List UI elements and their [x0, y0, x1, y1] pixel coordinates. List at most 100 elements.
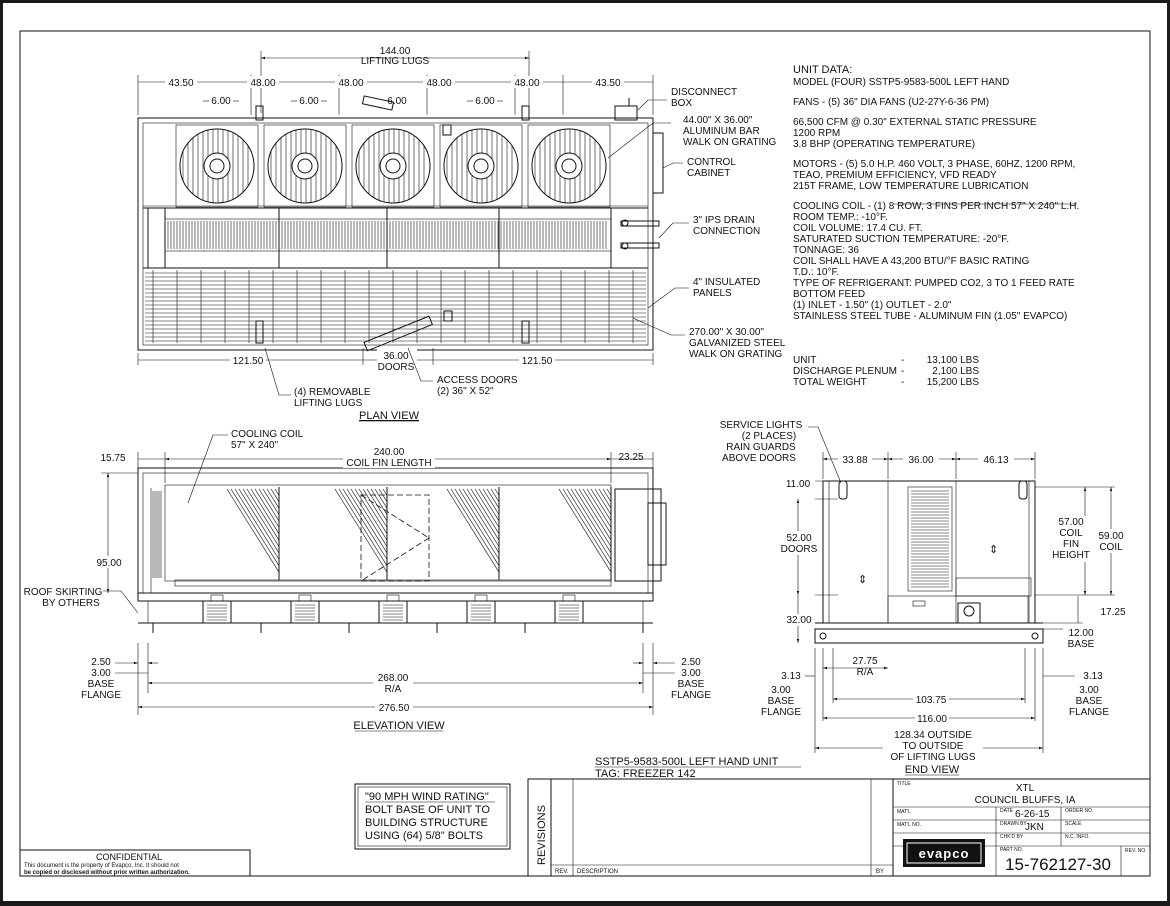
dim-elev-top-sub: COIL FIN LENGTH: [346, 458, 431, 469]
callout-walk44-3: WALK ON GRATING: [683, 137, 777, 148]
dim-end-3-right-a: BASE: [1076, 696, 1103, 707]
unit-data-line: 1200 RPM: [793, 128, 840, 139]
airflow-arrow-icon: ⇕: [989, 544, 998, 556]
unit-data-line: TYPE OF REFRIGERANT: PUMPED CO2, 3 TO 1 …: [793, 278, 1075, 289]
control-cabinet-elev: [647, 502, 667, 566]
drawing-canvas: 144.00 LIFTING LUGS 43.50 48.00 48.00 48…: [19, 30, 1151, 877]
end-outline: [822, 480, 1036, 624]
title-block: TITLE XTL COUNCIL BLUFFS, IA MAT'L DATE …: [892, 778, 1151, 877]
revisions-by: BY: [876, 869, 884, 875]
evapco-logo: [903, 839, 985, 867]
title-line-1: XTL: [1016, 783, 1035, 794]
elevation-view-label: ELEVATION VIEW: [353, 720, 445, 732]
weight-value: 15,200 LBS: [927, 377, 980, 388]
part-no-value: 15-762127-30: [1005, 855, 1111, 874]
drain-connection: [620, 220, 660, 227]
weight-row: UNIT - 13,100 LBS: [793, 355, 979, 366]
drawn-label: DRAWN BY: [1000, 821, 1027, 827]
revisions-description: DESCRIPTION: [577, 869, 618, 875]
unit-data-line: BOTTOM FEED: [793, 289, 865, 300]
wind-note-2: BOLT BASE OF UNIT TO: [365, 804, 490, 816]
weight-value: 2,100 LBS: [932, 366, 979, 377]
callout-lugs-1: (4) REMOVABLE: [294, 387, 371, 398]
order-label: ORDER NO.: [1065, 808, 1093, 814]
confidential-box: [19, 849, 251, 877]
fan-icon: [175, 124, 259, 208]
weight-label: TOTAL WEIGHT: [793, 377, 867, 388]
dim-end-32: 32.00: [786, 615, 811, 626]
dim-end-57: 57.00: [1058, 517, 1083, 528]
weight-dash: -: [901, 355, 904, 366]
dim-end-3-left-b: FLANGE: [761, 707, 801, 718]
dim-plan-bottom-mid: 36.00: [383, 351, 408, 362]
dim-end-11: 11.00: [786, 479, 811, 490]
dim-elev-right: 23.25: [618, 452, 643, 463]
callout-disconnect-1: DISCONNECT: [671, 87, 737, 98]
unit-data-line: COOLING COIL - (1) 8 ROW, 3 FINS PER INC…: [793, 201, 1079, 212]
dim-end-59-a: COIL: [1099, 542, 1123, 553]
dim-end-313-right: 3.13: [1083, 671, 1103, 682]
title-label: TITLE: [897, 781, 911, 787]
dim-end-12: 12.00: [1068, 628, 1093, 639]
dim-end-top-3: 46.13: [983, 455, 1008, 466]
access-door-outline: [360, 494, 430, 582]
evapco-logo-text: evapco: [919, 846, 970, 861]
unit-tag-1: SSTP5-9583-500L LEFT HAND UNIT: [595, 756, 779, 768]
dim-elev-left: 15.75: [100, 453, 125, 464]
callout-disconnect-2: BOX: [671, 98, 692, 109]
callout-walk44-1: 44.00" X 36.00": [683, 115, 753, 126]
dim-plan-top-2: 48.00: [250, 78, 275, 89]
plan-view: 144.00 LIFTING LUGS 43.50 48.00 48.00 48…: [137, 46, 786, 422]
callout-drain-2: CONNECTION: [693, 226, 760, 237]
callout-control-2: CABINET: [687, 168, 730, 179]
weight-row: TOTAL WEIGHT-15,200 LBS: [793, 377, 979, 388]
control-cabinet: [652, 132, 664, 194]
dim-plan-total: 144.00: [380, 46, 411, 57]
dim-elev-bl2-a: BASE: [88, 679, 115, 690]
callout-walk270-3: WALK ON GRATING: [689, 349, 783, 360]
callout-walk270-2: GALVANIZED STEEL: [689, 338, 786, 349]
dim-elev-br1: 2.50: [681, 657, 701, 668]
dim-elev-total: 276.50: [379, 703, 410, 714]
callout-skirting-1: ROOF SKIRTING: [24, 587, 103, 598]
dim-plan-top-1: 43.50: [168, 78, 193, 89]
dim-end-52-sub: DOORS: [781, 544, 818, 555]
fan-group: [175, 124, 611, 208]
weight-label: DISCHARGE PLENUM: [793, 366, 897, 377]
callout-panels-1: 4" INSULATED: [693, 277, 760, 288]
dim-end-52: 52.00: [786, 533, 811, 544]
unit-data-line: MOTORS - (5) 5.0 H.P. 460 VOLT, 3 PHASE,…: [793, 159, 1075, 170]
fin-hatch: [152, 491, 162, 578]
service-light-right: [1018, 480, 1028, 500]
dim-plan-small-3: 6.00: [387, 96, 407, 107]
unit-data-line: MODEL (FOUR) SSTP5-9583-500L LEFT HAND: [793, 77, 1009, 88]
coil-section: [226, 487, 280, 580]
motor-icon: [202, 594, 232, 624]
end-view-label: END VIEW: [905, 764, 960, 776]
dim-end-3-left: 3.00: [771, 685, 791, 696]
coil-hatch: [167, 221, 607, 249]
weight-label: UNIT: [793, 355, 816, 366]
drawing-sheet: 144.00 LIFTING LUGS 43.50 48.00 48.00 48…: [3, 3, 1167, 901]
rev-no-label: REV. NO.: [1125, 848, 1147, 854]
unit-tag-2: TAG: FREEZER 142: [595, 768, 696, 780]
unit-data-heading: UNIT DATA:: [793, 64, 852, 76]
dim-end-59: 59.00: [1098, 531, 1123, 542]
dim-end-313-left: 3.13: [781, 671, 801, 682]
drawn-value: JKN: [1025, 822, 1044, 833]
callout-coil-1: COOLING COIL: [231, 429, 304, 440]
callout-walk270-1: 270.00" X 30.00": [689, 327, 764, 338]
unit-data-line: (1) INLET - 1.50" (1) OUTLET - 2.0": [793, 300, 952, 311]
unit-data-line: SATURATED SUCTION TEMPERATURE: -20°F.: [793, 234, 1009, 245]
unit-data-line: FANS - (5) 36" DIA FANS (U2-27Y-6-36 PM): [793, 97, 989, 108]
dim-end-3-right-b: FLANGE: [1069, 707, 1109, 718]
weight-value: 13,100 LBS: [927, 355, 980, 366]
coil-section: [446, 487, 500, 580]
unit-data-lines: MODEL (FOUR) SSTP5-9583-500L LEFT HAND FA…: [793, 77, 1079, 322]
dim-plan-top-4: 48.00: [426, 78, 451, 89]
fan-icon: [439, 124, 523, 208]
grating-hatch: [145, 270, 646, 343]
callout-coil-2: 57" X 240": [231, 440, 279, 451]
dim-end-12834-a: TO OUTSIDE: [903, 741, 964, 752]
wind-note-4: USING (64) 5/8" BOLTS: [365, 830, 483, 842]
